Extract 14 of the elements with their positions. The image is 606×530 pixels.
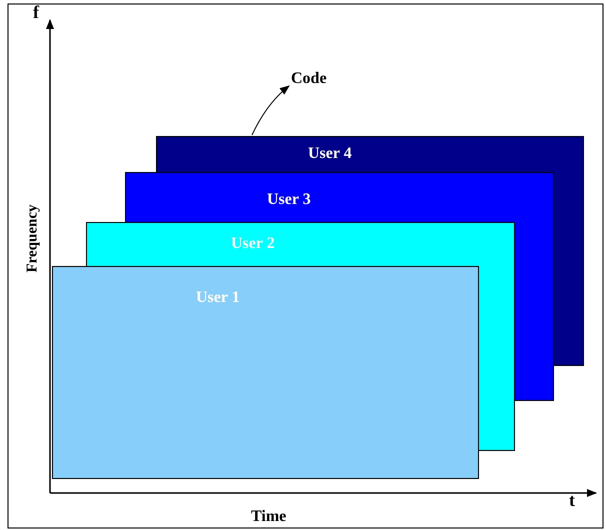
block-label: User 3 [267,191,311,209]
leader-line [252,85,290,136]
block-label: User 1 [196,289,240,307]
user-block [156,136,584,172]
axis-title: Frequency [24,203,42,275]
user-block [125,172,554,222]
user-block [52,266,479,479]
axis-label: f [33,2,39,23]
user-block [86,222,515,266]
block-label: User 4 [308,145,352,163]
callout-label: Code [291,70,327,88]
axis-label: t [569,490,575,511]
axis-title: Time [251,508,286,526]
block-label: User 2 [231,235,275,253]
